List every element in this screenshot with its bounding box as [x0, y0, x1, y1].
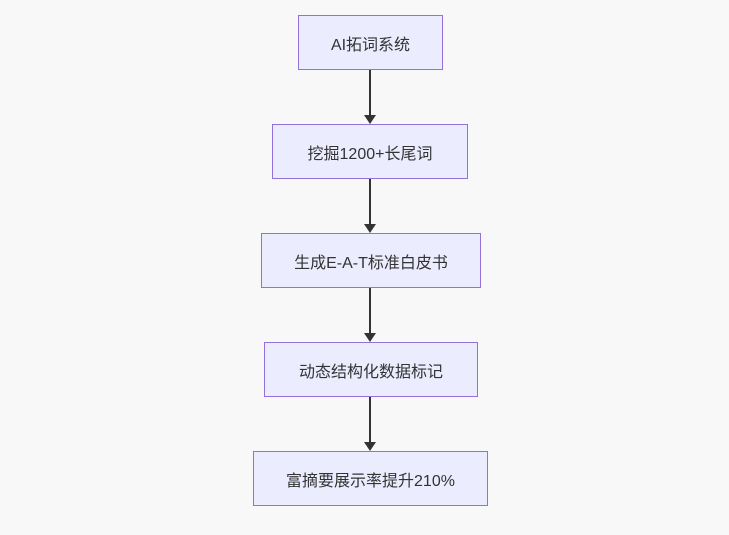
flow-node-ai-keyword-system: AI拓词系统 [298, 15, 443, 70]
arrow-line [369, 70, 371, 115]
arrow-head-icon [364, 115, 376, 124]
arrow-line [369, 288, 371, 333]
flow-node-label: 动态结构化数据标记 [298, 363, 443, 381]
flow-node-rich-snippet-lift: 富摘要展示率提升210% [253, 451, 488, 506]
flow-arrow-1 [364, 70, 377, 124]
arrow-head-icon [364, 333, 376, 342]
flow-arrow-3 [364, 288, 377, 342]
flow-node-longtail-mining: 挖掘1200+长尾词 [272, 124, 468, 179]
flow-node-label: 富摘要展示率提升210% [286, 472, 455, 490]
arrow-head-icon [364, 442, 376, 451]
arrow-head-icon [364, 224, 376, 233]
flow-arrow-2 [364, 179, 377, 233]
flow-node-label: 挖掘1200+长尾词 [307, 145, 433, 163]
flow-node-eat-whitepaper: 生成E-A-T标准白皮书 [261, 233, 481, 288]
flow-node-label: AI拓词系统 [330, 36, 411, 54]
arrow-line [369, 179, 371, 224]
arrow-line [369, 397, 371, 442]
flow-node-label: 生成E-A-T标准白皮书 [294, 254, 448, 272]
flow-node-structured-data-markup: 动态结构化数据标记 [264, 342, 478, 397]
flow-arrow-4 [364, 397, 377, 451]
